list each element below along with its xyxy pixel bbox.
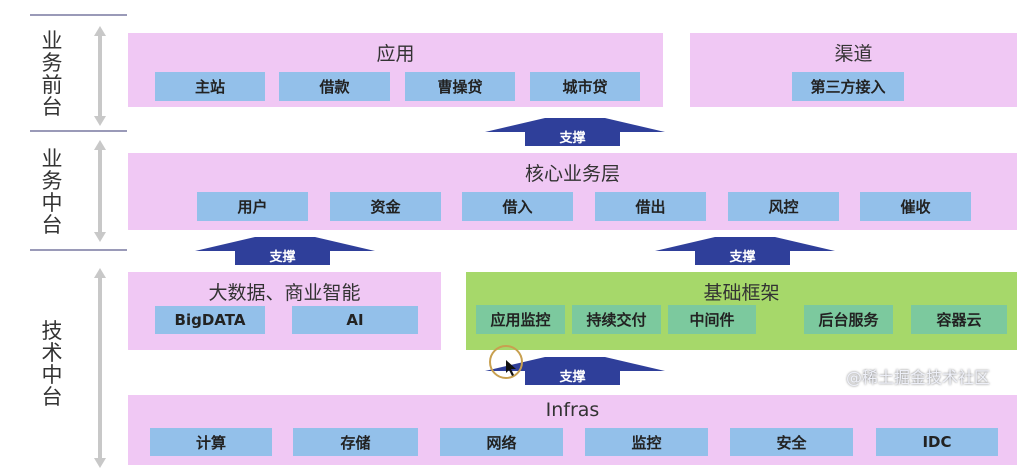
app-panel: 应用 主站 借款 曹操贷 城市贷 [128,33,663,107]
support-label: 支撑 [525,126,620,146]
infras-item: 安全 [730,428,853,456]
panel-title: 基础框架 [703,282,780,304]
cursor-highlight [489,345,523,379]
core-item: 资金 [330,192,441,221]
infras-item: 存储 [293,428,418,456]
core-item: 风控 [728,192,839,221]
bigdata-panel: 大数据、商业智能 BigDATA AI [128,272,441,350]
support-label: 支撑 [235,245,330,265]
framework-item: 应用监控 [476,305,565,334]
infras-item: 计算 [150,428,272,456]
app-item: 主站 [155,72,265,101]
infras-panel: Infras 计算 存储 网络 监控 安全 IDC [128,395,1017,465]
layer-label-tech: 技术中台 [41,319,63,409]
divider [30,130,127,132]
layer-label-front: 业务前台 [41,29,63,119]
core-item: 催收 [860,192,971,221]
channel-panel: 渠道 第三方接入 [690,33,1017,107]
cursor-icon [506,360,516,376]
double-arrow-icon [94,26,106,126]
support-arrow: 支撑 [655,235,835,265]
watermark: @稀土掘金技术社区 [846,368,991,387]
panel-title: 核心业务层 [524,163,620,185]
divider [30,249,127,251]
support-arrow: 支撑 [195,235,375,265]
app-item: 借款 [279,72,390,101]
framework-item: 后台服务 [804,305,893,334]
framework-panel: 基础框架 应用监控 持续交付 中间件 后台服务 容器云 [466,272,1017,350]
framework-item: 持续交付 [572,305,661,334]
double-arrow-icon [94,140,106,242]
infras-item: IDC [876,428,998,456]
divider [30,14,127,16]
infras-item: 监控 [585,428,708,456]
bigdata-item: AI [292,306,418,334]
double-arrow-icon [94,268,106,468]
support-label: 支撑 [695,245,790,265]
framework-item: 容器云 [911,305,1007,334]
core-item: 借出 [595,192,706,221]
panel-title: 渠道 [834,43,873,65]
support-arrow: 支撑 [485,355,665,385]
infras-item: 网络 [440,428,563,456]
support-arrow: 支撑 [485,116,665,146]
core-item: 借入 [462,192,573,221]
support-label: 支撑 [525,365,620,385]
app-item: 曹操贷 [405,72,515,101]
app-item: 城市贷 [530,72,640,101]
layer-label-middle: 业务中台 [41,147,63,237]
bigdata-item: BigDATA [155,306,265,334]
panel-title: 应用 [376,43,415,65]
channel-item: 第三方接入 [792,72,904,101]
core-panel: 核心业务层 用户 资金 借入 借出 风控 催收 [128,153,1017,230]
panel-title: Infras [545,399,600,421]
framework-item: 中间件 [668,305,756,334]
core-item: 用户 [197,192,308,221]
panel-title: 大数据、商业智能 [208,282,361,304]
